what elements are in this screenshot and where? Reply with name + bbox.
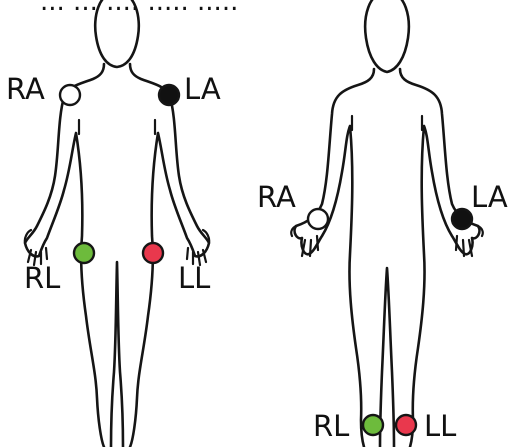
left-figure-ra-electrode <box>60 85 80 105</box>
right-figure-rl-electrode <box>363 415 383 435</box>
right-figure-armpit-creases <box>352 116 422 130</box>
left-figure-outline-left-side <box>130 64 209 447</box>
left-figure-ll-label: LL <box>178 261 210 295</box>
right-figure-outline-left-side <box>400 69 479 447</box>
right-figure-head <box>365 0 409 72</box>
left-figure-ra-label: RA <box>6 72 45 106</box>
left-figure-electrodes: RA LA RL LL <box>6 72 221 295</box>
left-body-figure <box>25 0 209 447</box>
right-figure-ra-label: RA <box>257 180 296 214</box>
left-figure-la-electrode <box>159 85 179 105</box>
cropped-header-text: ... ... .... ..... ..... <box>40 0 238 17</box>
right-figure-rl-label: RL <box>313 409 349 443</box>
left-figure-rl-label: RL <box>24 261 60 295</box>
right-figure-outline-right-side <box>295 69 374 447</box>
right-figure-la-electrode <box>452 209 472 229</box>
right-figure-ll-electrode <box>396 415 416 435</box>
left-figure-left-hand <box>187 230 209 265</box>
left-figure-armpit-creases <box>79 120 155 134</box>
left-figure-ll-electrode <box>143 243 163 263</box>
right-figure-ll-label: LL <box>424 409 456 443</box>
right-figure-ra-electrode <box>308 209 328 229</box>
left-figure-inner-legs <box>111 262 123 447</box>
right-figure-electrodes: RA LA RL LL <box>257 180 508 443</box>
left-figure-right-hand <box>25 230 47 265</box>
left-figure-la-label: LA <box>184 72 221 106</box>
right-figure-la-label: LA <box>471 180 508 214</box>
left-figure-rl-electrode <box>74 243 94 263</box>
